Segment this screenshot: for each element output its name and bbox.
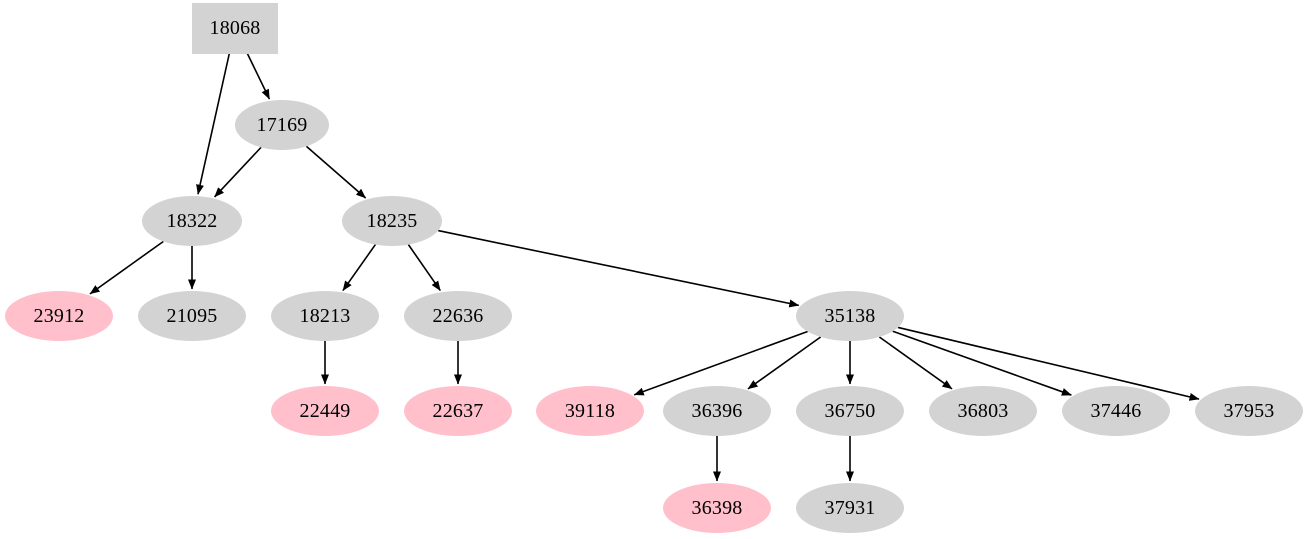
graph-node-label: 18235	[366, 210, 418, 232]
graph-node-label: 39118	[564, 400, 616, 422]
graph-node-37446[interactable]: 37446	[1062, 386, 1170, 436]
graph-node-17169[interactable]: 17169	[235, 100, 329, 150]
graph-node-label: 21095	[166, 305, 218, 327]
graph-node-label: 36398	[691, 497, 743, 519]
graph-node-18235[interactable]: 18235	[342, 196, 442, 246]
graph-node-label: 17169	[256, 114, 308, 136]
graph-edge-18068-17169	[246, 53, 271, 100]
graph-node-label: 36750	[824, 400, 876, 422]
graph-node-label: 35138	[824, 305, 876, 327]
graph-node-18068[interactable]: 18068	[192, 2, 278, 54]
graph-node-label: 23912	[33, 305, 85, 327]
graph-node-36750[interactable]: 36750	[796, 386, 904, 436]
graph-node-37931[interactable]: 37931	[796, 483, 904, 533]
graph-node-label: 36803	[957, 400, 1009, 422]
graph-node-label: 22637	[432, 400, 484, 422]
graph-edge-35138-37953	[897, 326, 1200, 401]
graph-edge-18068-18322	[196, 53, 231, 195]
graph-node-37953[interactable]: 37953	[1195, 386, 1303, 436]
graph-edge-35138-36803	[878, 336, 953, 390]
graph-node-label: 18322	[166, 210, 218, 232]
graph-node-label: 18068	[209, 17, 261, 39]
graph-node-label: 37953	[1223, 400, 1275, 422]
graph-node-18213[interactable]: 18213	[271, 291, 379, 341]
graph-node-36803[interactable]: 36803	[929, 386, 1037, 436]
graph-node-18322[interactable]: 18322	[142, 196, 242, 246]
graph-edge-18235-22636	[407, 244, 441, 292]
graph-edge-17169-18235	[305, 145, 367, 199]
graph-node-label: 37446	[1090, 400, 1142, 422]
graph-node-21095[interactable]: 21095	[138, 291, 246, 341]
graph-node-39118[interactable]: 39118	[536, 386, 644, 436]
graph-node-36398[interactable]: 36398	[663, 483, 771, 533]
graph-node-label: 36396	[691, 400, 743, 422]
graph-edge-18235-35138	[438, 229, 800, 308]
graph-edge-17169-18322	[214, 146, 262, 198]
graph-node-22637[interactable]: 22637	[404, 386, 512, 436]
graph-node-23912[interactable]: 23912	[5, 291, 113, 341]
graph-node-22636[interactable]: 22636	[404, 291, 512, 341]
graph-edge-18322-23912	[89, 240, 164, 295]
graph-node-22449[interactable]: 22449	[271, 386, 379, 436]
graph-node-35138[interactable]: 35138	[796, 291, 904, 341]
graph-edge-18235-18213	[342, 244, 377, 292]
graph-node-label: 22636	[432, 305, 484, 327]
graph-node-label: 22449	[299, 400, 351, 422]
graph-edge-35138-36396	[747, 336, 822, 390]
graph-node-36396[interactable]: 36396	[663, 386, 771, 436]
graph-node-label: 37931	[824, 497, 876, 519]
graph-node-label: 18213	[299, 305, 351, 327]
